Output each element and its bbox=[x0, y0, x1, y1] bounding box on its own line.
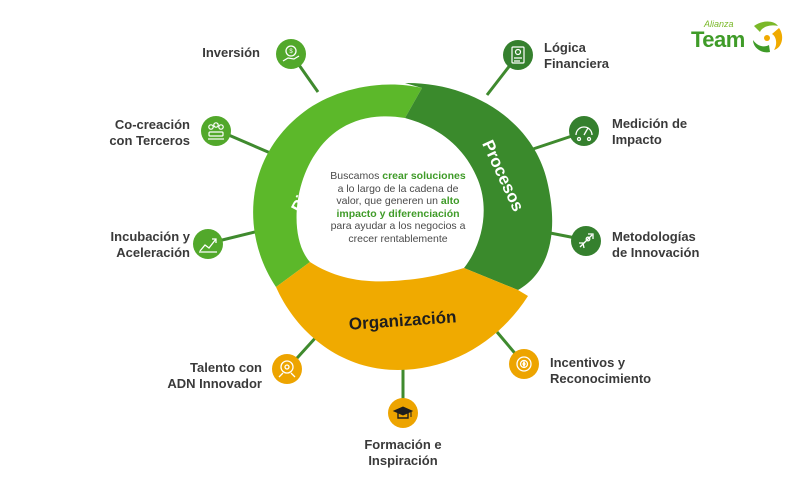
label-inversion: Inversión bbox=[202, 45, 260, 60]
center-text-3: para ayudar a los negocios a crecer rent… bbox=[330, 220, 466, 245]
label-cocreacion: Co-creación con Terceros bbox=[109, 117, 190, 148]
svg-text:$: $ bbox=[289, 49, 293, 55]
metodologias-node bbox=[571, 226, 601, 256]
center-text-2: a lo largo de la cadena de valor, que ge… bbox=[336, 182, 459, 208]
logo-mark bbox=[753, 21, 783, 53]
alianza-team-logo bbox=[690, 18, 785, 58]
label-incubacion: Incubación y Aceleración bbox=[110, 229, 190, 260]
pipeline-segment bbox=[253, 84, 422, 288]
label-formacion: Formación e Inspiración bbox=[364, 437, 442, 468]
center-highlight-1: crear soluciones bbox=[382, 170, 466, 182]
formacion-node bbox=[388, 398, 418, 428]
talento-node bbox=[272, 354, 302, 384]
team-meeting-icon bbox=[208, 122, 224, 140]
incubacion-node bbox=[193, 229, 223, 259]
finance-document-icon bbox=[511, 46, 525, 64]
incentivos-node bbox=[509, 349, 539, 379]
cocreacion-node bbox=[201, 116, 231, 146]
label-incentivos: Incentivos y Reconocimiento bbox=[550, 355, 652, 386]
center-highlight-2: alto impacto y diferenciación bbox=[336, 195, 460, 220]
organizacion-segment bbox=[276, 262, 528, 370]
label-logica: Lógica Financiera bbox=[544, 40, 610, 71]
label-metodologias: Metodologías de Innovación bbox=[612, 229, 700, 260]
procesos-segment bbox=[405, 82, 553, 290]
logo-text-small: Alianza bbox=[704, 19, 734, 29]
head-gear-icon bbox=[278, 360, 296, 378]
center-statement: Buscamos crear soluciones a lo largo de … bbox=[327, 170, 469, 245]
label-medicion: Medición de Impacto bbox=[612, 116, 688, 147]
impact-gauge-icon bbox=[575, 126, 593, 142]
rocket-icon bbox=[579, 233, 594, 249]
logica-node bbox=[503, 40, 533, 70]
medal-icon bbox=[516, 356, 532, 372]
center-text-1: Buscamos bbox=[330, 170, 383, 182]
logo-text-big: Team bbox=[691, 27, 745, 52]
label-talento: Talento con ADN Innovador bbox=[167, 360, 262, 391]
inversion-node: $ bbox=[276, 39, 306, 69]
graduation-cap-icon bbox=[392, 406, 414, 419]
medicion-node bbox=[569, 116, 599, 146]
money-bag-hand-icon: $ bbox=[282, 45, 300, 62]
growth-chart-icon bbox=[199, 238, 217, 253]
